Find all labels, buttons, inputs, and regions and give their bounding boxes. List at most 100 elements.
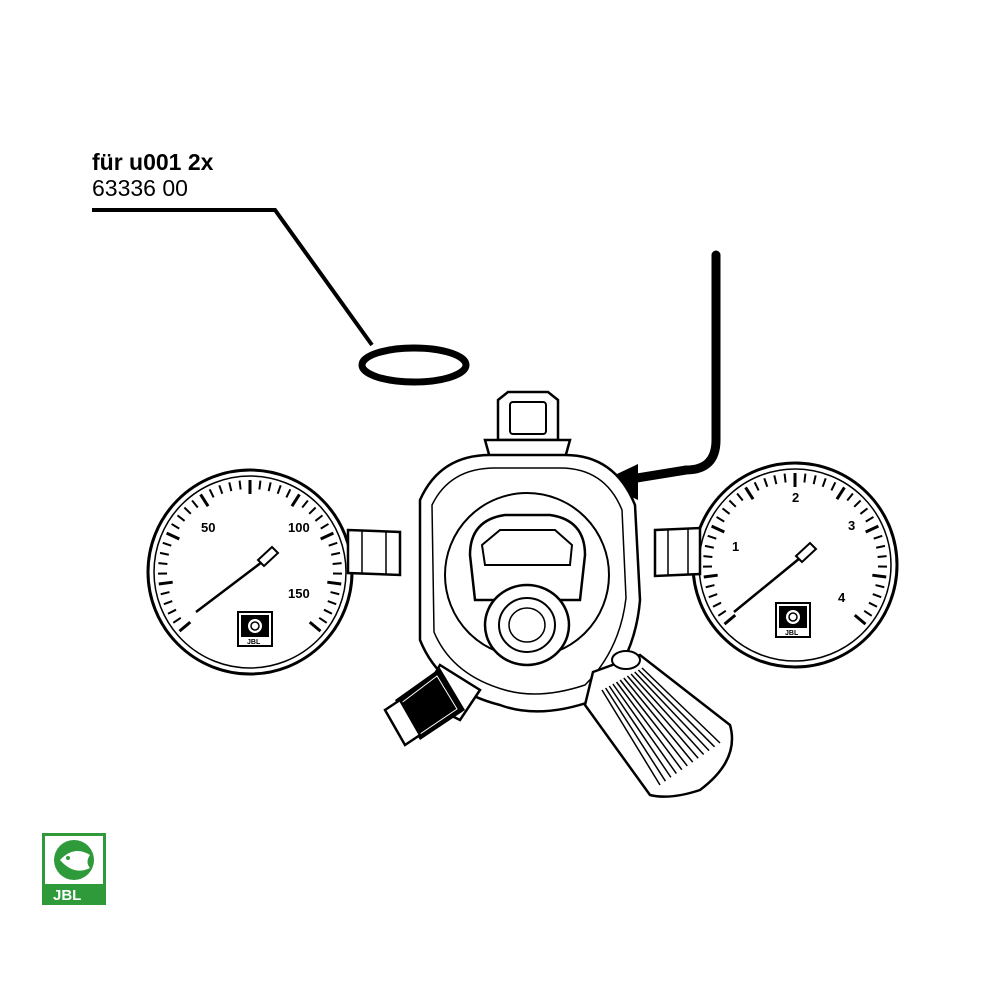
knob-ridge xyxy=(641,667,721,744)
gauge-tick xyxy=(238,480,242,490)
part-label-usage: für u001 2x xyxy=(92,149,214,175)
gauge-tick xyxy=(218,484,224,495)
gauge-tick xyxy=(158,562,168,566)
knob-ridge xyxy=(608,685,672,778)
left-gauge-brand-badge: JBL xyxy=(237,611,273,647)
gauge-tick xyxy=(314,514,324,522)
regulator-body xyxy=(418,390,642,713)
gauge-tick xyxy=(199,493,210,508)
gauge-tick xyxy=(258,480,262,490)
knob-ridge xyxy=(601,689,661,786)
gauge-tick xyxy=(191,499,199,509)
gauge-tick xyxy=(830,481,837,491)
knob-ridge xyxy=(637,669,716,748)
gauge-tick xyxy=(865,524,880,534)
left-gauge-brand: JBL xyxy=(247,639,261,646)
right-gauge-needle xyxy=(733,557,801,613)
left-gauge-needle xyxy=(195,561,263,613)
knob-ridge xyxy=(612,683,677,774)
gauge-tick xyxy=(228,482,233,492)
needle-valve xyxy=(383,663,482,747)
gauge-tick xyxy=(285,488,292,498)
knob-ridge xyxy=(634,671,710,752)
gauge-tick xyxy=(865,516,874,523)
gauge-tick xyxy=(308,506,317,515)
right-scale-2: 2 xyxy=(792,490,799,505)
gauge-tick xyxy=(873,534,883,540)
gauge-tick xyxy=(846,492,854,502)
gauge-tick xyxy=(171,523,180,530)
left-pressure-gauge: 50 100 150 JBL xyxy=(146,468,402,676)
gauge-tick xyxy=(868,601,878,608)
gauge-tick xyxy=(330,591,340,596)
right-gauge-brand-badge: JBL xyxy=(775,602,811,638)
gauge-tick xyxy=(863,609,873,617)
gauge-tick xyxy=(172,616,182,624)
logo-text: JBL xyxy=(53,887,81,904)
right-gauge-ticks xyxy=(702,473,888,626)
gauge-tick xyxy=(853,499,862,508)
o-ring-part xyxy=(358,344,470,386)
gauge-tick xyxy=(276,484,282,495)
gauge-tick xyxy=(176,514,186,522)
gauge-tick xyxy=(783,473,787,483)
gauge-tick xyxy=(165,531,180,541)
gauge-tick xyxy=(773,475,778,485)
right-scale-3: 3 xyxy=(848,518,855,533)
gauge-tick xyxy=(812,475,817,485)
gauge-tick xyxy=(708,593,718,599)
gauge-tick xyxy=(872,593,882,599)
gauge-tick xyxy=(163,600,173,606)
gauge-tick xyxy=(267,482,272,492)
knob-ridge xyxy=(605,687,667,782)
gauge-tick xyxy=(167,608,177,615)
gauge-tick xyxy=(763,477,769,488)
gauge-tick xyxy=(160,591,170,596)
gauge-tick xyxy=(327,580,342,586)
gauge-tick xyxy=(301,499,309,509)
gauge-tick xyxy=(821,477,827,488)
gauge-tick xyxy=(712,601,722,608)
gauge-tick xyxy=(330,551,341,556)
left-scale-50: 50 xyxy=(201,520,215,535)
gauge-tick xyxy=(736,492,744,502)
right-scale-1: 1 xyxy=(732,539,739,554)
leader-line xyxy=(92,208,374,347)
gauge-tick xyxy=(710,524,725,534)
gauge-tick xyxy=(728,499,737,508)
right-gauge-brand: JBL xyxy=(785,630,799,637)
gauge-tick xyxy=(705,584,715,589)
gauge-tick xyxy=(877,555,887,559)
gauge-tick xyxy=(717,609,727,617)
gauge-tick xyxy=(320,523,329,530)
gauge-tick xyxy=(159,551,170,556)
gauge-tick xyxy=(327,600,337,606)
gauge-tick xyxy=(875,584,885,589)
knob-ridge xyxy=(630,673,705,755)
gauge-tick xyxy=(318,616,328,624)
position-arrow xyxy=(600,250,721,500)
part-number: 63336 00 xyxy=(92,175,188,201)
gauge-tick xyxy=(323,608,333,615)
right-scale-4: 4 xyxy=(838,590,846,605)
jbl-logo: JBL xyxy=(42,833,106,905)
right-pressure-gauge: 1 2 3 4 JBL xyxy=(653,461,899,669)
gauge-tick xyxy=(703,555,713,559)
gauge-tick xyxy=(721,507,731,515)
gauge-tick xyxy=(853,613,867,626)
gauge-tick xyxy=(875,544,886,549)
gauge-tick xyxy=(753,481,760,491)
gauge-tick xyxy=(744,486,755,501)
gauge-tick xyxy=(332,562,342,566)
gauge-tick xyxy=(290,493,301,508)
knob-ridge xyxy=(623,677,694,763)
gauge-tick xyxy=(183,506,192,515)
gauge-tick xyxy=(707,534,717,540)
gauge-tick xyxy=(208,488,215,498)
gauge-tick xyxy=(859,507,869,515)
knob-ridge xyxy=(615,681,683,771)
gauge-tick xyxy=(308,620,322,633)
gauge-tick xyxy=(803,473,807,483)
left-scale-100: 100 xyxy=(288,520,310,535)
